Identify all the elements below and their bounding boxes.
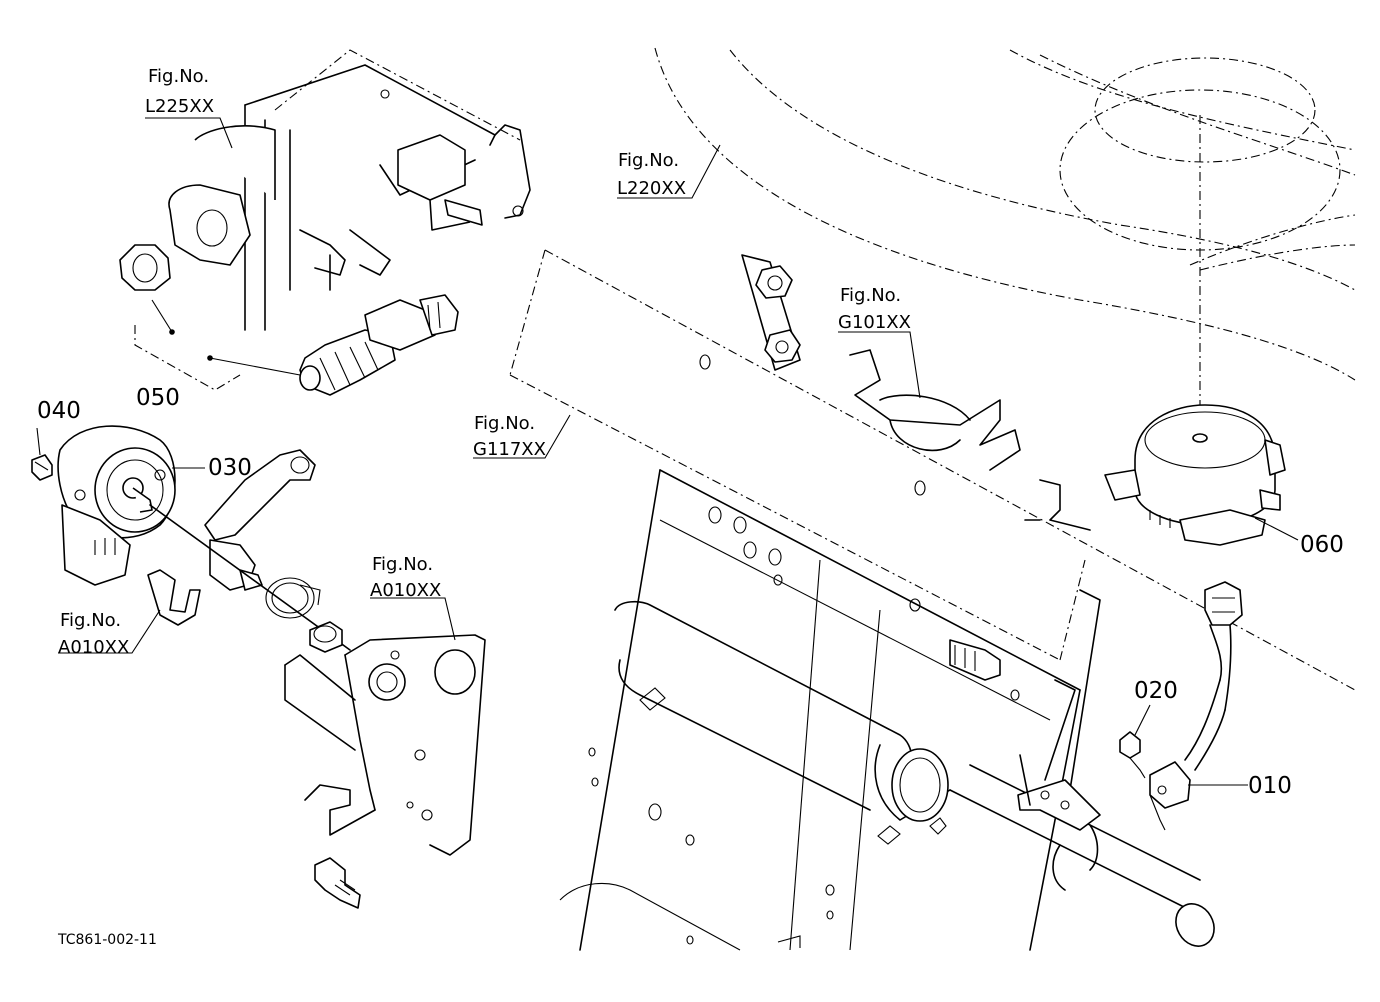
frame-bolt [949,639,1001,681]
lower-right-plate [1017,589,1101,831]
sensor-linkage-arm [147,449,351,653]
pressure-switch-050 [119,244,459,396]
fig-ref-g101-line1: Fig.No. [840,285,901,306]
fig-ref-a010-left-line1: Fig.No. [60,610,121,631]
pedal-bracket-l225 [168,49,531,331]
fig-ref-a010-right-line2: A010XX [370,580,441,601]
callout-040: 040 [37,398,81,424]
fig-ref-l220-line2: L220XX [617,178,686,199]
sensor-030 [31,425,176,586]
fig-ref-a010-left-line2: A010XX [58,637,129,658]
axle-pipe [874,744,1215,947]
fig-ref-a010-right-line1: Fig.No. [372,554,433,575]
fig-ref-g117-line1: Fig.No. [474,413,535,434]
callout-050: 050 [136,385,180,411]
mount-bracket-a010 [284,634,486,909]
leader-lines [36,117,1299,786]
seat-outline-l220 [654,47,1356,381]
limit-switch-010 [1119,581,1243,831]
upper-bracket-g101 [741,254,1091,531]
callout-010: 010 [1248,773,1292,799]
fig-ref-g101-line2: G101XX [838,312,911,333]
rotary-unit-060 [1104,404,1286,546]
fig-ref-l225-line2: L225XX [145,96,214,117]
figure-reference-labels: Fig.No. L225XX Fig.No. L220XX Fig.No. G1… [58,66,911,658]
fig-ref-l220-line1: Fig.No. [618,150,679,171]
fig-ref-g117-line2: G117XX [473,439,546,460]
drawing-id: TC861-002-11 [57,932,157,948]
callout-060: 060 [1300,532,1344,558]
callout-030: 030 [208,455,252,481]
part-callout-labels: 010 020 030 040 050 060 [37,385,1344,799]
callout-020: 020 [1134,678,1178,704]
seat-cushion-outline [1059,57,1341,440]
fig-ref-l225-line1: Fig.No. [148,66,209,87]
